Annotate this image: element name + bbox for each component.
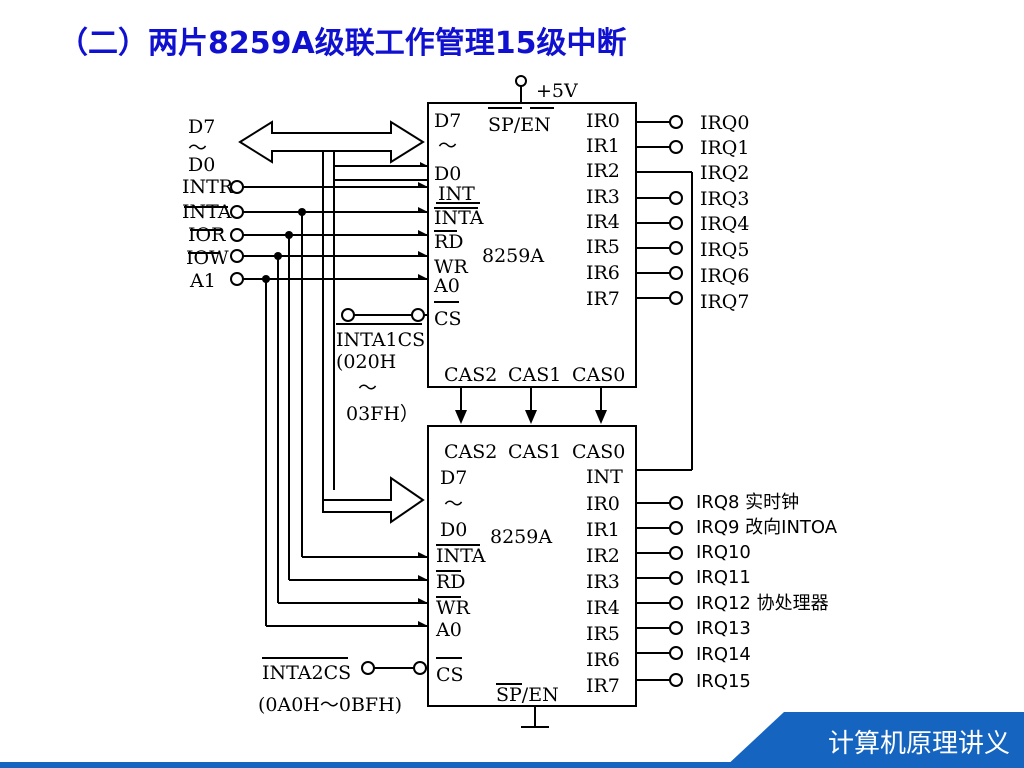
irq4-label: IRQ4: [700, 213, 749, 235]
signal-intr: INTR: [182, 176, 234, 198]
slave-rd: RD: [436, 571, 466, 593]
cas0-arrow: [595, 410, 607, 424]
signal-ior: IOR: [188, 224, 226, 246]
master-tilde: ～: [438, 135, 457, 157]
master-ir5: IR5: [586, 236, 620, 258]
irq5-label: IRQ5: [700, 239, 749, 261]
signal-a1: A1: [189, 270, 216, 292]
master-cas1: CAS1: [508, 364, 561, 386]
irq2-label: IRQ2: [700, 162, 749, 184]
slave-cas2: CAS2: [444, 441, 497, 463]
signal-iow: IOW: [186, 247, 229, 269]
power-terminal: [515, 75, 527, 87]
slave-d7: D7: [440, 467, 467, 489]
slave-tilde: ～: [444, 493, 463, 515]
data-bus-arrow: [238, 120, 425, 164]
slave-data-bus-arrow: [322, 476, 425, 524]
slave-chip-box: [427, 425, 637, 707]
irq11-label: IRQ11: [696, 567, 751, 588]
master-d0: D0: [434, 163, 461, 185]
cas1-arrow: [525, 410, 537, 424]
master-ir3: IR3: [586, 186, 620, 208]
irq8-label: IRQ8 实时钟: [696, 492, 799, 513]
slave-int: INT: [586, 466, 623, 488]
cas2-arrow: [455, 410, 467, 424]
power-label: +5V: [536, 80, 578, 102]
master-ir2: IR2: [586, 160, 620, 182]
master-int: INT: [438, 183, 475, 205]
irq7-label: IRQ7: [700, 291, 749, 313]
irq1-label: IRQ1: [700, 137, 749, 159]
slave-cs-label: INTA2CS: [262, 662, 351, 684]
master-d7: D7: [434, 110, 461, 132]
slave-ir1: IR1: [586, 519, 620, 541]
slide-title: （二）两片8259A级联工作管理15级中断: [58, 26, 627, 61]
slave-ir7: IR7: [586, 675, 620, 697]
irq15-label: IRQ15: [696, 671, 751, 692]
master-cas2: CAS2: [444, 364, 497, 386]
master-rd: RD: [434, 231, 464, 253]
slave-chip-name: 8259A: [490, 526, 552, 548]
slave-ir5: IR5: [586, 623, 620, 645]
slave-cas1: CAS1: [508, 441, 561, 463]
master-wr: WR: [434, 256, 469, 278]
master-ir7: IR7: [586, 288, 620, 310]
master-addr-tilde: ～: [358, 377, 377, 399]
slave-cs: CS: [436, 664, 464, 686]
irq3-label: IRQ3: [700, 188, 749, 210]
footer-label: 计算机原理讲义: [827, 729, 1010, 759]
slave-ir3: IR3: [586, 571, 620, 593]
slave-inta: INTA: [436, 545, 486, 567]
bus-label-tilde: ～: [188, 137, 207, 159]
master-addr-line1: (020H: [336, 351, 396, 373]
slave-ir0: IR0: [586, 493, 620, 515]
slave-d0: D0: [440, 519, 467, 541]
irq9-label: IRQ9 改向INTOA: [696, 517, 838, 538]
slave-addr-label: (0A0H～0BFH): [258, 694, 402, 716]
bus-label-d7: D7: [188, 116, 215, 138]
master-inta: INTA: [434, 207, 484, 229]
irq6-label: IRQ6: [700, 265, 749, 287]
master-spen: SP/EN: [488, 114, 551, 136]
signal-inta: INTA: [182, 201, 232, 223]
master-cs: CS: [434, 308, 462, 330]
irq0-label: IRQ0: [700, 112, 749, 134]
footer-bar: [0, 762, 1024, 768]
slave-cas0: CAS0: [572, 441, 625, 463]
master-cas0: CAS0: [572, 364, 625, 386]
master-ir0: IR0: [586, 110, 620, 132]
irq13-label: IRQ13: [696, 618, 751, 639]
slave-ir2: IR2: [586, 545, 620, 567]
irq14-label: IRQ14: [696, 644, 751, 665]
slave-a0: A0: [435, 619, 462, 641]
slave-wr: WR: [436, 597, 471, 619]
master-ir1: IR1: [586, 135, 620, 157]
irq10-label: IRQ10: [696, 542, 751, 563]
master-ir6: IR6: [586, 262, 620, 284]
slave-ir4: IR4: [586, 597, 620, 619]
irq12-label: IRQ12 协处理器: [696, 593, 829, 614]
master-ir4: IR4: [586, 211, 620, 233]
master-addr-line2: 03FH）: [346, 403, 419, 425]
master-a0: A0: [433, 275, 460, 297]
master-cs-label: INTA1CS: [336, 329, 425, 351]
master-chip-name: 8259A: [482, 245, 544, 267]
bus-label-d0: D0: [188, 154, 215, 176]
slave-ir6: IR6: [586, 649, 620, 671]
slave-spen: SP/EN: [496, 684, 559, 706]
